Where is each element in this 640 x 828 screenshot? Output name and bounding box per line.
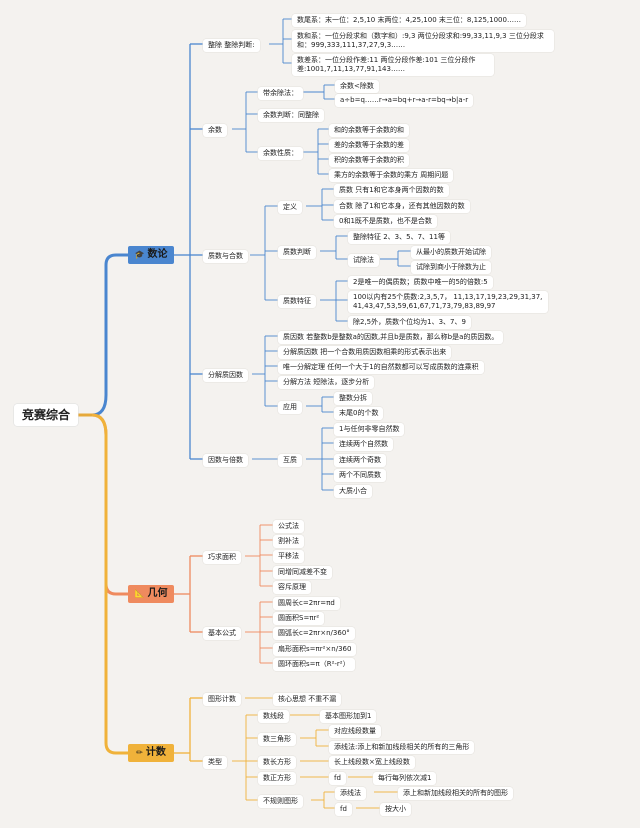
category-jishu[interactable]: ✏计数	[128, 744, 174, 762]
xianduan-item[interactable]: 基本图形加到1	[320, 710, 377, 723]
node-leixing[interactable]: 类型	[203, 756, 227, 769]
zhengchu-item[interactable]: 数差系：一位分段作差:11 两位分段作差:101 三位分段作差:1001,7,1…	[292, 54, 494, 76]
xingzhi-item[interactable]: 乘方的余数等于余数的乘方 周期问题	[329, 169, 454, 182]
huzhi-item[interactable]: 两个不同质数	[334, 469, 386, 482]
node-zhishu[interactable]: 质数与合数	[203, 250, 248, 263]
fenjie-item[interactable]: 唯一分解定理 任何一个大于1的自然数都可以写成质数的连乘积	[278, 361, 484, 374]
qiaoqiu-item[interactable]: 平移法	[273, 550, 304, 563]
gongshi-item[interactable]: 圆弧长c=2πr×n/360°	[273, 627, 355, 640]
node-yingyong[interactable]: 应用	[278, 401, 302, 414]
qiaoqiu-item[interactable]: 割补法	[273, 535, 304, 548]
node-yinshu[interactable]: 因数与倍数	[203, 454, 248, 467]
node-buguize[interactable]: 不规则图形	[258, 795, 303, 808]
zhengchu-item[interactable]: 数尾系：末一位：2,5,10 末两位：4,25,100 末三位：8,125,10…	[292, 14, 526, 27]
node-xianduan[interactable]: 数线段	[258, 710, 289, 723]
qiaoqiu-item[interactable]: 公式法	[273, 520, 304, 533]
dingyi-item[interactable]: 合数 除了1和它本身，还有其他因数的数	[334, 200, 470, 213]
xingzhi-item[interactable]: 和的余数等于余数的和	[329, 124, 409, 137]
node-zhengchu[interactable]: 整除 整除判断:	[203, 39, 260, 52]
node-sanjiao[interactable]: 数三角形	[258, 733, 296, 746]
xingzhi-item[interactable]: 积的余数等于余数的积	[329, 154, 409, 167]
fenjie-item[interactable]: 分解质因数 把一个合数用质因数相乘的形式表示出来	[278, 346, 452, 359]
changfang-item[interactable]: 长上线段数×宽上线段数	[329, 756, 415, 769]
connector-line	[91, 413, 128, 596]
category-jihe[interactable]: 📐几何	[128, 585, 174, 603]
qiaoqiu-item[interactable]: 容斥原理	[273, 581, 311, 594]
connector-line	[91, 413, 128, 755]
node-changfang[interactable]: 数长方形	[258, 756, 296, 769]
daiyu-item[interactable]: 余数<除数	[335, 80, 379, 93]
gongshi-item[interactable]: 扇形面积s=πr²×n/360	[273, 643, 357, 656]
yingyong-item[interactable]: 末尾0的个数	[334, 407, 384, 420]
graduation-cap-icon: 🎓	[134, 250, 145, 259]
node-zhengfang[interactable]: 数正方形	[258, 772, 296, 785]
node-daiyu[interactable]: 带余除法：	[258, 87, 303, 100]
node-yushu-xingzhi[interactable]: 余数性质：	[258, 147, 303, 160]
tezheng-item[interactable]: 100以内有25个质数:2,3,5,7， 11,13,17,19,23,29,3…	[348, 291, 548, 313]
yingyong-item[interactable]: 整数分拆	[334, 392, 372, 405]
sanjiao-item[interactable]: 添线法:添上和新加线段相关的所有的三角形	[329, 741, 475, 754]
pencil-ruler-icon: ✏	[136, 748, 143, 757]
buguize-fd-item[interactable]: 按大小	[380, 803, 411, 816]
tezheng-item[interactable]: 2是唯一的偶质数；质数中唯一的5的倍数:5	[348, 276, 493, 289]
fenjie-item[interactable]: 分解方法 短除法，逐步分析	[278, 376, 375, 389]
sanjiao-item[interactable]: 对应线段数量	[329, 725, 381, 738]
node-gongshi[interactable]: 基本公式	[203, 627, 241, 640]
ruler-icon: 📐	[134, 589, 145, 598]
node-qiaoqiu[interactable]: 巧求面积	[203, 551, 241, 564]
node-buguize-fd[interactable]: fd	[335, 803, 352, 816]
zhengchu-item[interactable]: 数和系：一位分段求和（数字和）:9,3 两位分段求和:99,33,11,9,3 …	[292, 30, 554, 52]
xingzhi-item[interactable]: 差的余数等于余数的差	[329, 139, 409, 152]
node-shichu[interactable]: 试除法	[348, 254, 379, 267]
connector-line	[91, 253, 128, 417]
category-shulun[interactable]: 🎓数论	[128, 246, 174, 264]
huzhi-item[interactable]: 连续两个自然数	[334, 438, 393, 451]
panduan-tezheng[interactable]: 整除特征 2、3、5、7、11等	[348, 231, 450, 244]
zhengfang-fd[interactable]: fd	[329, 772, 346, 785]
huzhi-item[interactable]: 大质小合	[334, 485, 372, 498]
node-tuxing[interactable]: 图形计数	[203, 693, 241, 706]
node-yushu[interactable]: 余数	[203, 124, 227, 137]
node-yushu-panduan[interactable]: 余数判断：同整除	[258, 109, 324, 122]
daiyu-item[interactable]: a÷b=q……r→a=bq+r→a-r=bq→b|a-r	[335, 94, 474, 107]
node-dingyi[interactable]: 定义	[278, 201, 302, 214]
node-zhishu-tezheng[interactable]: 质数特征	[278, 295, 316, 308]
node-zhishu-panduan[interactable]: 质数判断	[278, 246, 316, 259]
gongshi-item[interactable]: 圆面积S=πr²	[273, 612, 325, 625]
node-fenjie[interactable]: 分解质因数	[203, 369, 248, 382]
dingyi-item[interactable]: 质数 只有1和它本身两个因数的数	[334, 184, 449, 197]
huzhi-item[interactable]: 连续两个奇数	[334, 454, 386, 467]
tianxian-item[interactable]: 添上和新加线段相关的所有的图形	[398, 787, 513, 800]
root-topic[interactable]: 竞赛综合	[14, 404, 78, 426]
tezheng-item[interactable]: 除2,5外，质数个位均为1、3、7、9	[348, 316, 471, 329]
node-huzhi[interactable]: 互质	[278, 454, 302, 467]
shichu-item[interactable]: 从最小的质数开始试除	[411, 246, 491, 259]
fenjie-item[interactable]: 质因数 若整数b是整数a的因数,并且b是质数，那么称b是a的质因数。	[278, 331, 504, 344]
huzhi-item[interactable]: 1与任何非零自然数	[334, 423, 405, 436]
zhengfang-item[interactable]: 每行每列依次减1	[373, 772, 437, 785]
gongshi-item[interactable]: 圆环面积s=π（R²-r²）	[273, 658, 355, 671]
tuxing-hexin[interactable]: 核心思想 不重不漏	[273, 693, 342, 706]
node-tianxian[interactable]: 添线法	[335, 787, 366, 800]
qiaoqiu-item[interactable]: 同增同减差不变	[273, 566, 332, 579]
shichu-item[interactable]: 试除到商小于除数为止	[411, 261, 491, 274]
gongshi-item[interactable]: 圆周长c=2πr=πd	[273, 597, 340, 610]
dingyi-item[interactable]: 0和1既不是质数，也不是合数	[334, 215, 437, 228]
